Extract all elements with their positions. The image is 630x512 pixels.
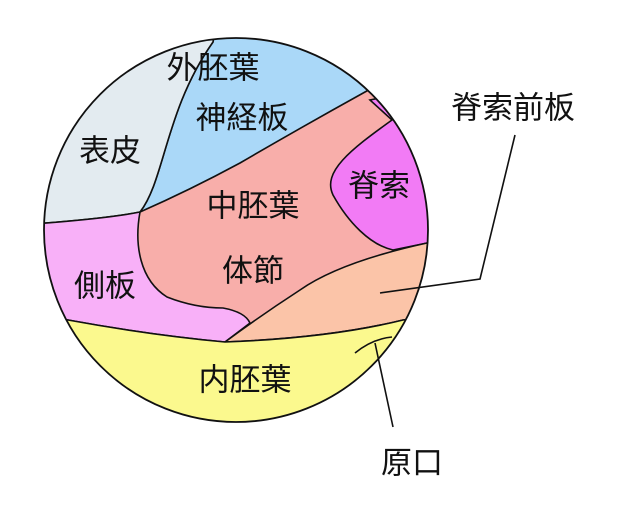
notochord-region: [329, 79, 428, 251]
lateral-plate-label: 側板: [74, 269, 136, 305]
endoderm-label: 内胚葉: [199, 363, 292, 399]
notochord-label: 脊索: [348, 169, 410, 205]
somite-label: 体節: [222, 254, 284, 290]
endoderm-region: [44, 311, 428, 422]
embryo-outline: [43, 37, 429, 423]
epidermis-label: 表皮: [79, 134, 141, 170]
prechordal-plate-label: 脊索前板: [451, 91, 575, 127]
blastopore-leader-line: [374, 342, 394, 428]
prechordal-plate-leader-line: [379, 134, 516, 294]
ectoderm-label: 外胚葉: [167, 51, 260, 87]
neural-plate-label: 神経板: [196, 101, 289, 137]
mesoderm-label: 中胚葉: [207, 189, 300, 225]
blastopore-arc: [354, 336, 393, 354]
blastopore-label: 原口: [381, 446, 443, 482]
